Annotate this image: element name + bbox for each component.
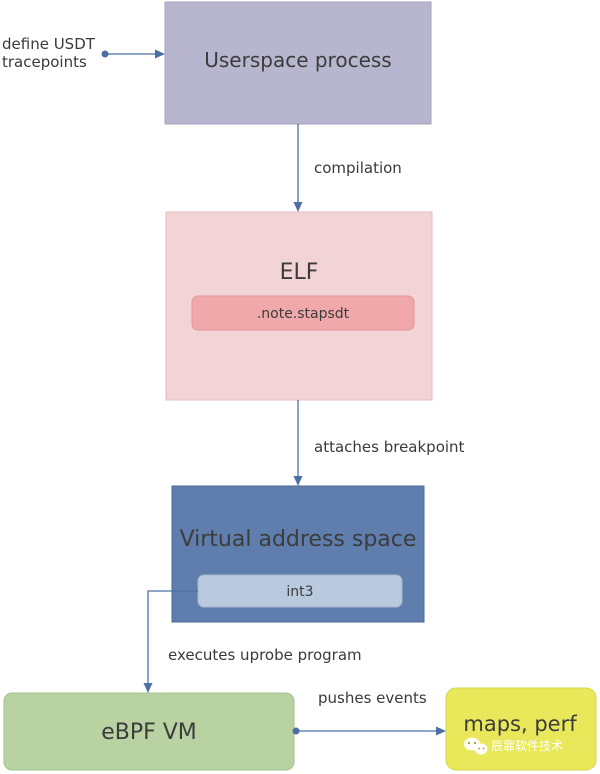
userspace-process-box [164, 1, 432, 125]
userspace-process-node: Userspace process [164, 1, 432, 125]
maps-perf-node: maps, perf [445, 687, 597, 771]
executes-uprobe-label: executes uprobe program [168, 646, 362, 664]
executes-uprobe-arrowhead [143, 683, 153, 693]
compilation-label: compilation [314, 159, 402, 177]
pushes-events-edge: pushes events [292, 689, 446, 736]
compilation-edge: compilation [293, 124, 402, 212]
watermark: 辰霏软件技术 [464, 737, 563, 755]
define-usdt-edge: define USDT tracepoints [2, 35, 165, 71]
ebpf-vm-label: eBPF VM [101, 720, 197, 745]
define-usdt-label-line2: tracepoints [2, 53, 87, 71]
virtual-address-space-label: Virtual address space [180, 527, 417, 552]
wechat-icon [464, 737, 488, 755]
executes-uprobe-edge: executes uprobe program [143, 590, 362, 693]
compilation-arrowhead [293, 202, 303, 212]
attaches-breakpoint-edge: attaches breakpoint [293, 400, 465, 486]
maps-perf-label: maps, perf [463, 712, 577, 736]
executes-uprobe-line [147, 590, 198, 684]
watermark-text: 辰霏软件技术 [491, 739, 563, 753]
ebpf-vm-node: eBPF VM [3, 692, 295, 771]
elf-label: ELF [280, 260, 319, 285]
note-stapsdt-box [191, 295, 415, 331]
pushes-events-label: pushes events [318, 689, 427, 707]
pushes-events-arrowhead [436, 726, 446, 736]
virtual-address-space-node: Virtual address space int3 [171, 485, 425, 623]
define-usdt-arrowhead [155, 49, 165, 59]
elf-node: ELF .note.stapsdt [165, 211, 433, 401]
attaches-breakpoint-arrowhead [293, 476, 303, 486]
userspace-process-label: Userspace process [204, 48, 391, 72]
int3-label: int3 [286, 584, 313, 600]
attaches-breakpoint-label: attaches breakpoint [314, 438, 465, 456]
note-stapsdt-label: .note.stapsdt [257, 306, 350, 322]
define-usdt-label-line1: define USDT [2, 35, 96, 53]
